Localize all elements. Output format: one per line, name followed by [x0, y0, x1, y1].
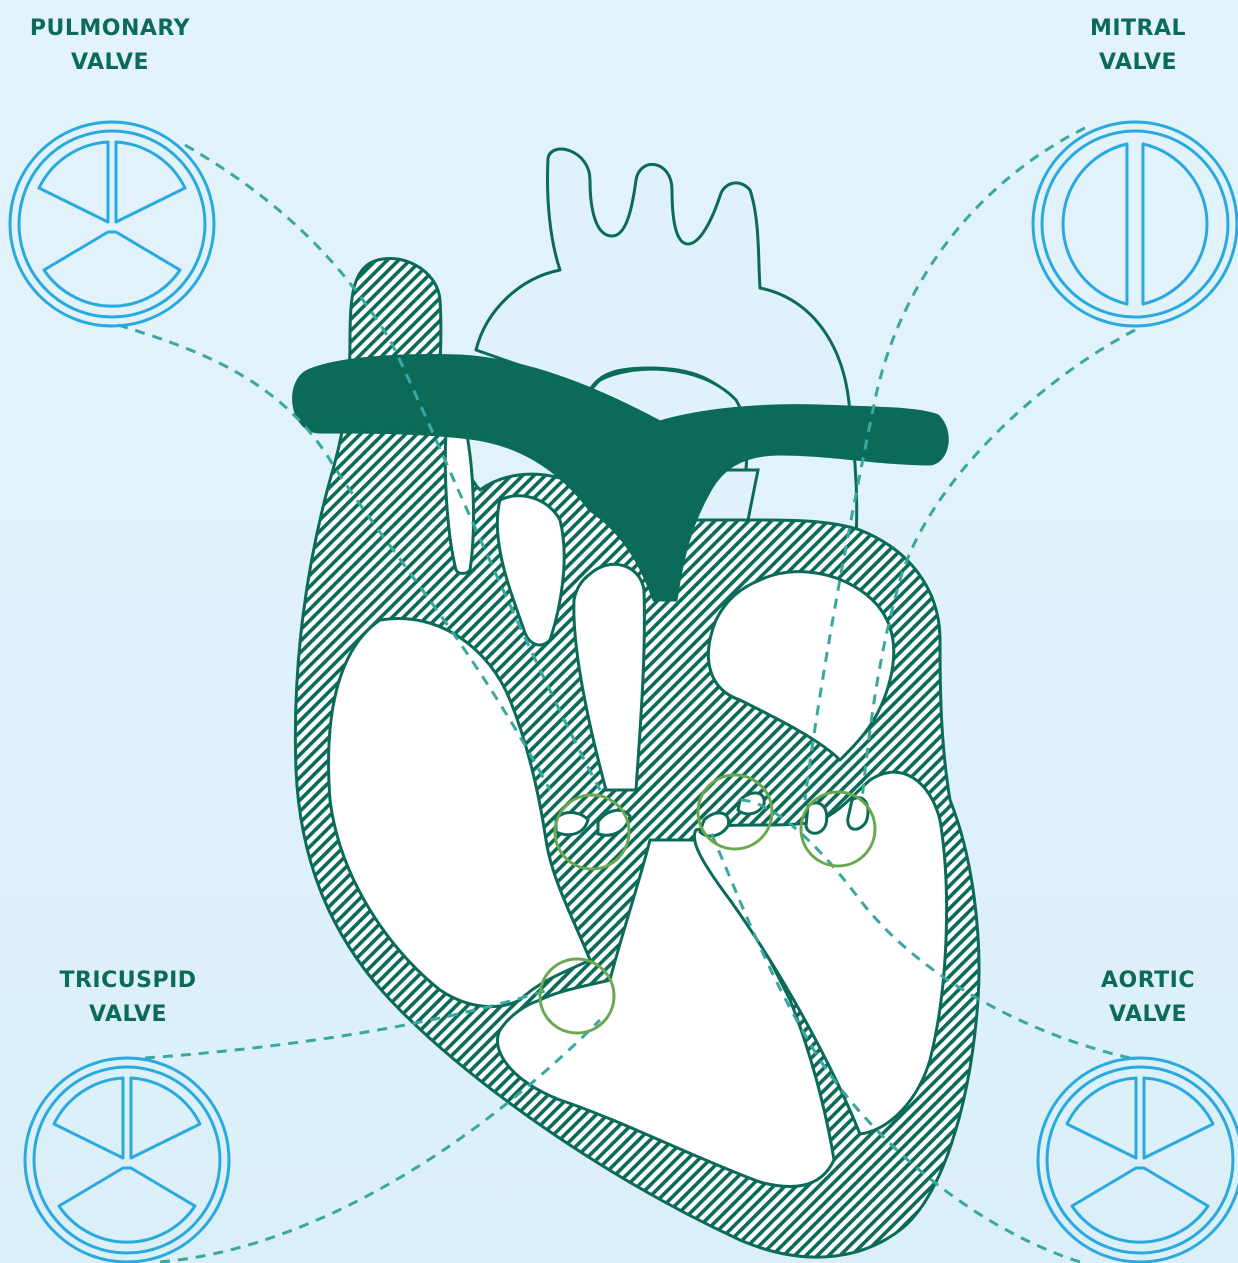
mitral-valve-icon — [1033, 122, 1237, 326]
aortic-valve-icon — [1038, 1058, 1238, 1262]
tricuspid-valve-icon — [25, 1058, 229, 1262]
pulmonary-valve-icon — [10, 122, 214, 326]
